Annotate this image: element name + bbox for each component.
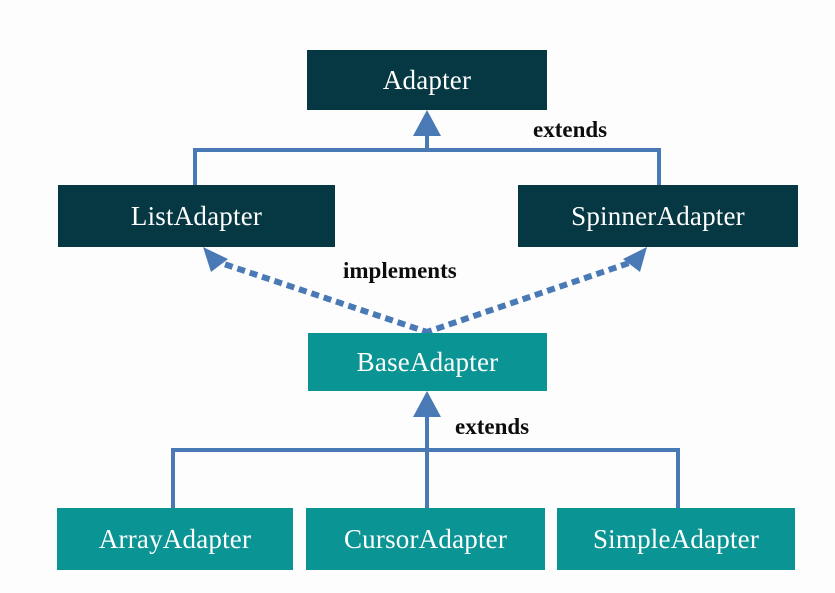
- arrowhead-adapter: [413, 110, 441, 136]
- node-cursor-adapter-label: CursorAdapter: [343, 523, 508, 554]
- connector-baseadapter-to-spinneradapter: [423, 258, 636, 336]
- node-array-adapter-label: ArrayAdapter: [98, 523, 252, 554]
- edge-label-implements: implements: [343, 258, 457, 283]
- node-list-adapter[interactable]: ListAdapter: [58, 185, 335, 247]
- node-spinner-adapter-label: SpinnerAdapter: [571, 200, 745, 231]
- node-adapter[interactable]: Adapter: [307, 50, 547, 110]
- connector-baseadapter-to-listadapter: [214, 258, 431, 336]
- node-list-adapter-label: ListAdapter: [130, 200, 263, 231]
- node-base-adapter-label: BaseAdapter: [356, 346, 499, 377]
- node-spinner-adapter[interactable]: SpinnerAdapter: [518, 185, 798, 247]
- edge-implements: [203, 247, 647, 336]
- arrowhead-baseadapter: [413, 391, 441, 417]
- edge-label-extends-bottom: extends: [455, 414, 530, 439]
- node-array-adapter[interactable]: ArrayAdapter: [57, 508, 293, 570]
- node-cursor-adapter[interactable]: CursorAdapter: [306, 508, 545, 570]
- arrowhead-spinneradapter-implements: [623, 247, 647, 272]
- node-base-adapter[interactable]: BaseAdapter: [308, 333, 547, 391]
- connector-spinneradapter-to-adapter: [427, 148, 661, 185]
- edge-extends-to-baseadapter: [171, 391, 680, 508]
- edge-extends-to-adapter: [193, 110, 661, 185]
- connector-listadapter-to-adapter: [193, 148, 427, 185]
- node-adapter-label: Adapter: [382, 64, 472, 95]
- arrowhead-listadapter-implements: [203, 247, 228, 272]
- node-simple-adapter-label: SimpleAdapter: [592, 523, 760, 554]
- edge-label-extends-top: extends: [533, 117, 608, 142]
- node-simple-adapter[interactable]: SimpleAdapter: [557, 508, 795, 570]
